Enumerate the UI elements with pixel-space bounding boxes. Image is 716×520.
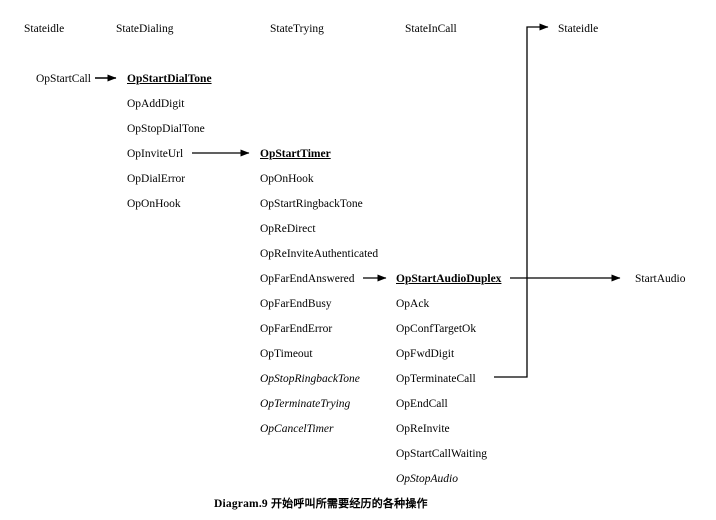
- column-header-state-idle-right: Stateidle: [558, 23, 599, 35]
- operation-op-re-invite-authenticated: OpReInviteAuthenticated: [260, 248, 379, 260]
- operation-op-end-call: OpEndCall: [396, 398, 448, 410]
- operation-op-invite-url: OpInviteUrl: [127, 148, 184, 160]
- operation-op-start-audio-duplex: OpStartAudioDuplex: [396, 273, 502, 285]
- operation-op-start-timer: OpStartTimer: [260, 148, 331, 160]
- column-header-state-trying: StateTrying: [270, 23, 324, 35]
- operation-op-far-end-busy: OpFarEndBusy: [260, 298, 332, 310]
- operation-op-add-digit: OpAddDigit: [127, 98, 185, 110]
- operation-op-far-end-error: OpFarEndError: [260, 323, 333, 335]
- caption-text: 开始呼叫所需要经历的各种操作: [270, 497, 428, 510]
- external-node-start-audio: StartAudio: [635, 273, 686, 285]
- operation-op-far-end-answered: OpFarEndAnswered: [260, 273, 355, 285]
- operation-op-stop-audio: OpStopAudio: [396, 473, 458, 485]
- operation-op-terminate-trying: OpTerminateTrying: [260, 398, 351, 410]
- operation-op-on-hook-dialing: OpOnHook: [127, 198, 181, 210]
- operation-op-conf-target-ok: OpConfTargetOk: [396, 323, 477, 335]
- operation-op-start-dial-tone: OpStartDialTone: [127, 73, 212, 85]
- operation-op-on-hook-trying: OpOnHook: [260, 173, 314, 185]
- caption-label: Diagram.9: [214, 498, 268, 510]
- column-header-state-in-call: StateInCall: [405, 23, 457, 35]
- operation-op-ack: OpAck: [396, 298, 430, 310]
- operation-op-stop-dial-tone: OpStopDialTone: [127, 123, 205, 135]
- operation-op-timeout: OpTimeout: [260, 348, 313, 360]
- operation-op-re-invite: OpReInvite: [396, 423, 450, 435]
- edge-terminatecall-to-stateidle: [494, 23, 549, 378]
- operation-op-start-call: OpStartCall: [36, 73, 91, 85]
- diagram-caption: Diagram.9 开始呼叫所需要经历的各种操作: [214, 495, 428, 511]
- operation-op-cancel-timer: OpCancelTimer: [260, 423, 334, 435]
- operation-op-start-call-waiting: OpStartCallWaiting: [396, 448, 488, 460]
- operation-op-dial-error: OpDialError: [127, 173, 186, 185]
- operation-op-terminate-call: OpTerminateCall: [396, 373, 476, 385]
- operation-op-start-ringback-tone: OpStartRingbackTone: [260, 198, 363, 210]
- operation-op-stop-ringback-tone: OpStopRingbackTone: [260, 373, 360, 385]
- column-header-state-dialing: StateDialing: [116, 23, 174, 35]
- operation-op-fwd-digit: OpFwdDigit: [396, 348, 455, 360]
- operation-op-re-direct: OpReDirect: [260, 223, 316, 235]
- column-header-state-idle-left: Stateidle: [24, 23, 65, 35]
